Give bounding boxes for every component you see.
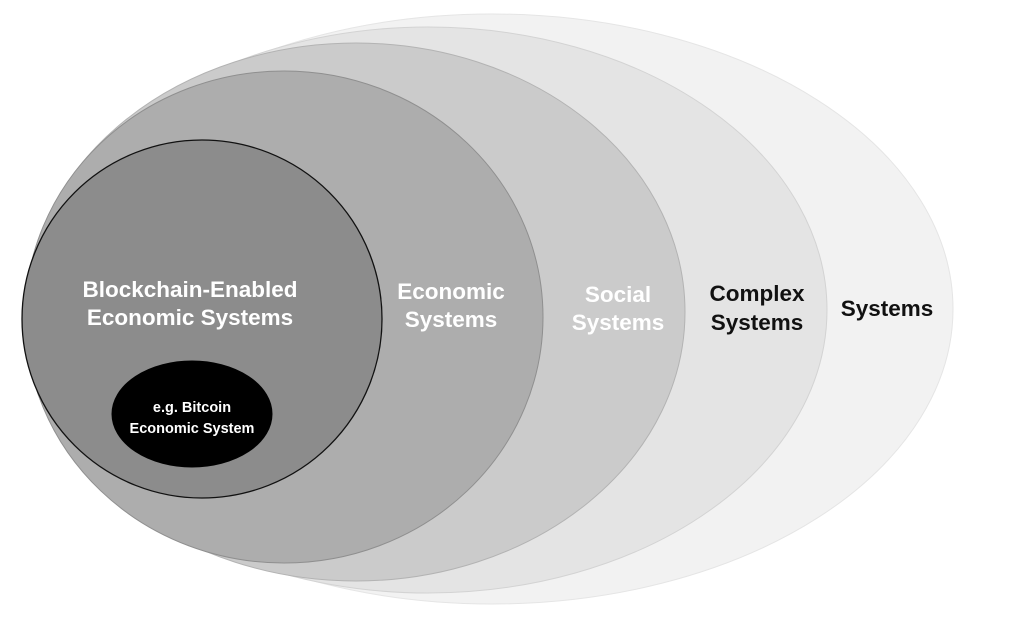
label-bitcoin-economic-system-line2: Economic System	[130, 421, 255, 437]
label-social-systems-line2: Systems	[572, 310, 665, 335]
label-blockchain-enabled-line1: Blockchain-Enabled	[82, 277, 297, 302]
label-systems: Systems	[841, 296, 934, 321]
label-complex-systems-line1: Complex	[709, 281, 805, 306]
label-economic-systems-line2: Systems	[405, 307, 498, 332]
label-blockchain-enabled-line2: Economic Systems	[87, 305, 293, 330]
label-bitcoin-economic-system-line1: e.g. Bitcoin	[153, 400, 231, 416]
label-social-systems-line1: Social	[585, 282, 651, 307]
label-economic-systems-line1: Economic	[397, 279, 505, 304]
label-complex-systems-line2: Systems	[711, 310, 804, 335]
ellipse-bitcoin-economic-system	[111, 360, 273, 468]
